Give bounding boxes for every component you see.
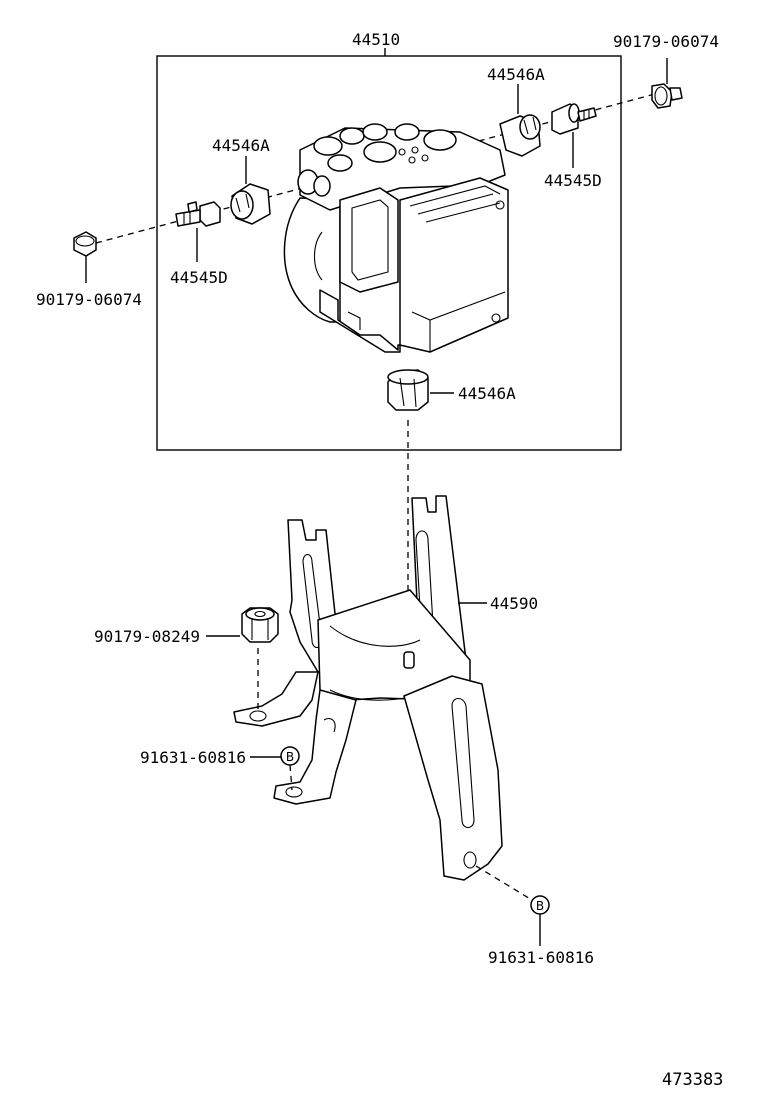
b-marker-left-letter: B [286, 750, 294, 764]
figure-number: 473383 [662, 1070, 723, 1090]
nut [241, 607, 279, 643]
bolt-top-right [651, 83, 683, 109]
bolt-left [73, 231, 97, 257]
b-marker-bottom: B [530, 895, 550, 915]
stud-left [175, 201, 221, 227]
bracket-label: 44590 [490, 594, 538, 613]
cushion-top-right [499, 114, 541, 157]
bolt-left-label: 90179-06074 [36, 290, 142, 309]
b-marker-left: B [280, 746, 300, 766]
stud-left-label: 44545D [170, 268, 228, 287]
cushion-left-label: 44546A [212, 136, 270, 155]
bolt-b-left-label: 91631-60816 [140, 748, 246, 767]
bolt-b-bottom-label: 91631-60816 [488, 948, 594, 967]
stud-top-right [551, 103, 597, 135]
assembly-number-label: 44510 [352, 30, 400, 49]
b-marker-bottom-letter: B [536, 899, 544, 913]
bracket [233, 495, 503, 881]
abs-actuator [283, 123, 509, 353]
cushion-bottom-label: 44546A [458, 384, 516, 403]
assembly-frame [156, 55, 622, 451]
cushion-top-right-label: 44546A [487, 65, 545, 84]
cushion-bottom [387, 369, 429, 411]
nut-label: 90179-08249 [94, 627, 200, 646]
bolt-top-right-label: 90179-06074 [613, 32, 719, 51]
cushion-left [230, 183, 271, 225]
stud-top-right-label: 44545D [544, 171, 602, 190]
